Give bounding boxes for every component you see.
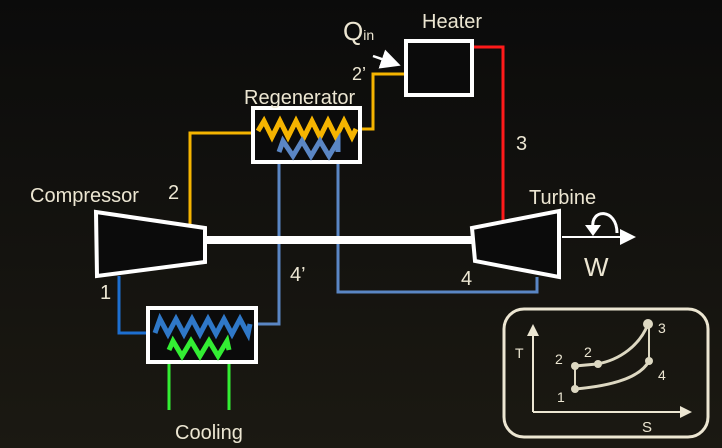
- regenerator-exhaust-coil: [276, 131, 341, 161]
- heat-q-sub: in: [363, 27, 374, 43]
- turbine-label: Turbine: [529, 187, 596, 209]
- regenerator-hot-coil: [255, 115, 359, 143]
- shaft: [205, 236, 473, 244]
- pipe-exhaust-4prime: [250, 150, 281, 326]
- state-2-label: 2: [168, 182, 179, 204]
- rotation-arrowhead-icon: [585, 225, 601, 236]
- state-3-label: 3: [516, 133, 527, 155]
- pipe-hot-3: [472, 45, 505, 222]
- pipe-cold-1: [117, 276, 155, 335]
- heat-input-arrow: [372, 49, 401, 69]
- ts-label-3: 3: [658, 320, 666, 336]
- state-2prime-label: 2’: [352, 64, 366, 84]
- t-axis-arrow-icon: [527, 324, 539, 336]
- compressor-label: Compressor: [30, 185, 139, 207]
- ts-label-2: 2: [555, 351, 563, 367]
- ts-diagram: T S 1 2 2 3 4: [502, 307, 710, 439]
- ts-label-2b: 2: [584, 344, 592, 360]
- ts-point-4: [645, 357, 653, 365]
- t-axis-label: T: [515, 345, 524, 361]
- ts-point-3: [643, 319, 653, 329]
- rotation-arrow-icon: [591, 212, 619, 234]
- cooling-label: Cooling: [175, 422, 243, 444]
- s-axis-label: S: [642, 419, 652, 436]
- work-label: W: [584, 252, 609, 282]
- ts-point-2b: [594, 360, 602, 368]
- ts-label-1: 1: [557, 389, 565, 405]
- pipe-compressed-2prime: [356, 72, 405, 131]
- heater-label: Heater: [422, 11, 482, 33]
- compressor: [93, 209, 207, 279]
- cooler-gas-coil: [152, 312, 253, 342]
- cooler-water-coil: [166, 334, 232, 361]
- ts-point-2: [571, 362, 579, 370]
- pipe-compressed-2: [188, 131, 258, 226]
- heat-q: Q: [343, 16, 363, 46]
- state-4-label: 4: [461, 268, 472, 290]
- turbine: [469, 208, 561, 280]
- pipe-exhaust-4: [336, 150, 539, 294]
- ts-heat-rejection-curve: [574, 360, 651, 391]
- ts-label-4: 4: [658, 367, 666, 383]
- state-4prime-label: 4’: [290, 264, 306, 286]
- ts-point-1: [571, 385, 579, 393]
- heat-input-label: Qin: [343, 16, 374, 46]
- state-1-label: 1: [100, 282, 111, 304]
- regenerator-label: Regenerator: [244, 87, 356, 109]
- s-axis-arrow-icon: [680, 406, 692, 418]
- heater-box: [404, 39, 474, 97]
